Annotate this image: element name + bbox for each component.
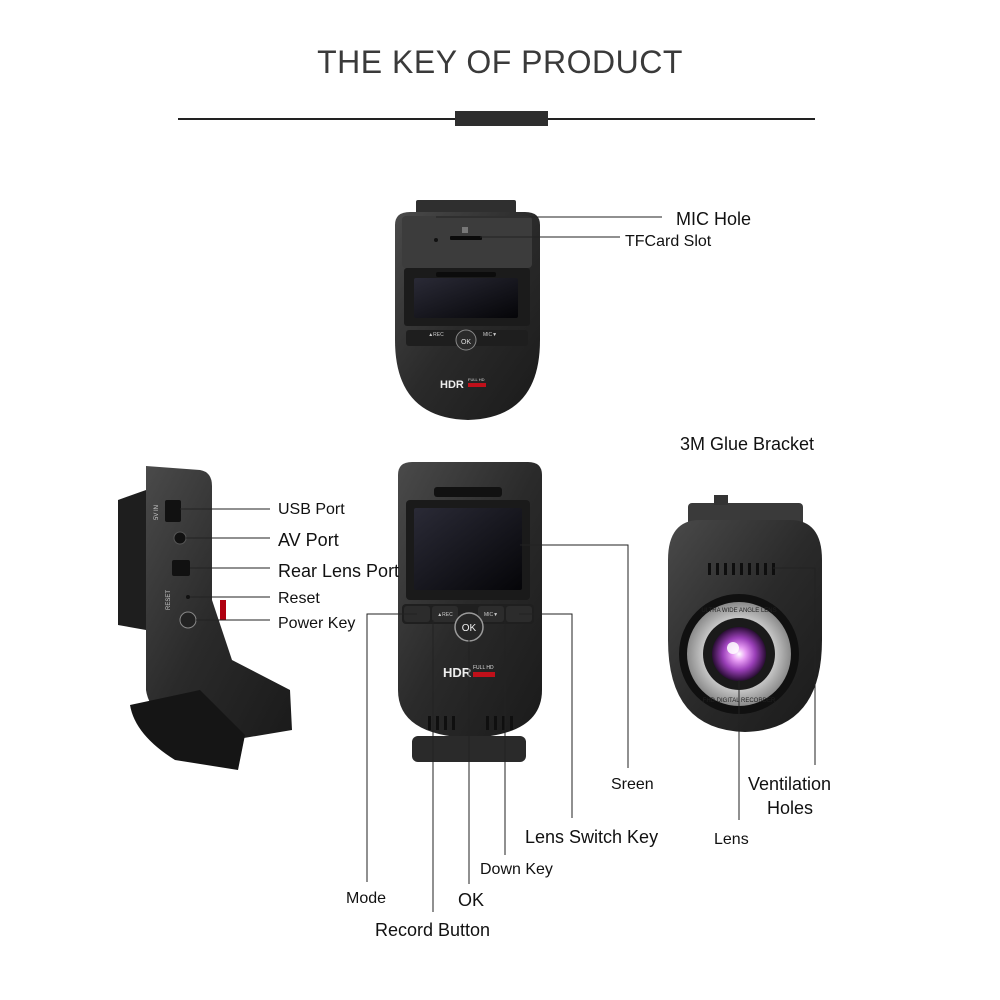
label-ventilation-line1: Ventilation <box>748 774 832 794</box>
front-hdr-text: HDR <box>443 665 472 680</box>
label-tfcard-slot: TFCard Slot <box>625 233 712 250</box>
title-divider-accent <box>455 111 548 126</box>
tf-slot-shape <box>450 236 482 240</box>
label-mode: Mode <box>346 890 387 907</box>
label-screen: Sreen <box>611 776 654 793</box>
label-record-button: Record Button <box>375 920 491 940</box>
label-ventilation-line2: Holes <box>767 798 814 818</box>
top-ok-text: OK <box>461 339 471 346</box>
label-av-port: AV Port <box>278 530 339 550</box>
front-ok-text: OK <box>462 623 477 634</box>
page-title: THE KEY OF PRODUCT <box>317 44 683 80</box>
label-power-key: Power Key <box>278 615 356 632</box>
side-5v-text: 5V IN <box>154 505 160 520</box>
top-fullhd-text: FULL HD <box>468 377 485 382</box>
label-reset: Reset <box>278 590 320 607</box>
label-ok: OK <box>458 890 485 910</box>
side-device-view: 5V IN RESET <box>118 466 292 770</box>
label-mic-hole: MIC Hole <box>676 209 752 229</box>
leader-lines <box>180 216 816 912</box>
front-rec-text: ▲REC <box>437 612 453 618</box>
label-lens: Lens <box>714 831 749 848</box>
lens-glass <box>712 627 766 681</box>
rear-device-view: ULTRA WIDE ANGLE LENS FHD DIGITAL RECORD… <box>668 495 822 732</box>
top-device-view: OK ▲REC MIC▼ HDR FULL HD <box>395 200 540 420</box>
rear-vent-slots <box>708 563 775 575</box>
label-lens-switch-key: Lens Switch Key <box>525 827 659 847</box>
front-mic-text: MIC▼ <box>484 612 498 618</box>
label-usb-port: USB Port <box>278 501 345 518</box>
label-down-key: Down Key <box>480 861 553 878</box>
front-fullhd-text: FULL HD <box>473 665 494 671</box>
top-rec-text: ▲REC <box>428 332 444 338</box>
label-rear-lens-port: Rear Lens Port <box>278 561 400 581</box>
side-reset-text: RESET <box>166 590 172 610</box>
top-screen <box>414 278 518 318</box>
lens-ring-top-text: ULTRA WIDE ANGLE LENS <box>701 608 776 614</box>
front-screen <box>414 508 522 590</box>
top-mic-text: MIC▼ <box>483 332 497 338</box>
front-vent-slots <box>428 716 513 730</box>
front-device-view: OK ▲REC MIC▼ HDR FULL HD <box>398 462 542 762</box>
label-glue-bracket: 3M Glue Bracket <box>680 434 815 454</box>
mic-hole-dot <box>434 238 438 242</box>
top-hdr-text: HDR <box>440 379 464 391</box>
